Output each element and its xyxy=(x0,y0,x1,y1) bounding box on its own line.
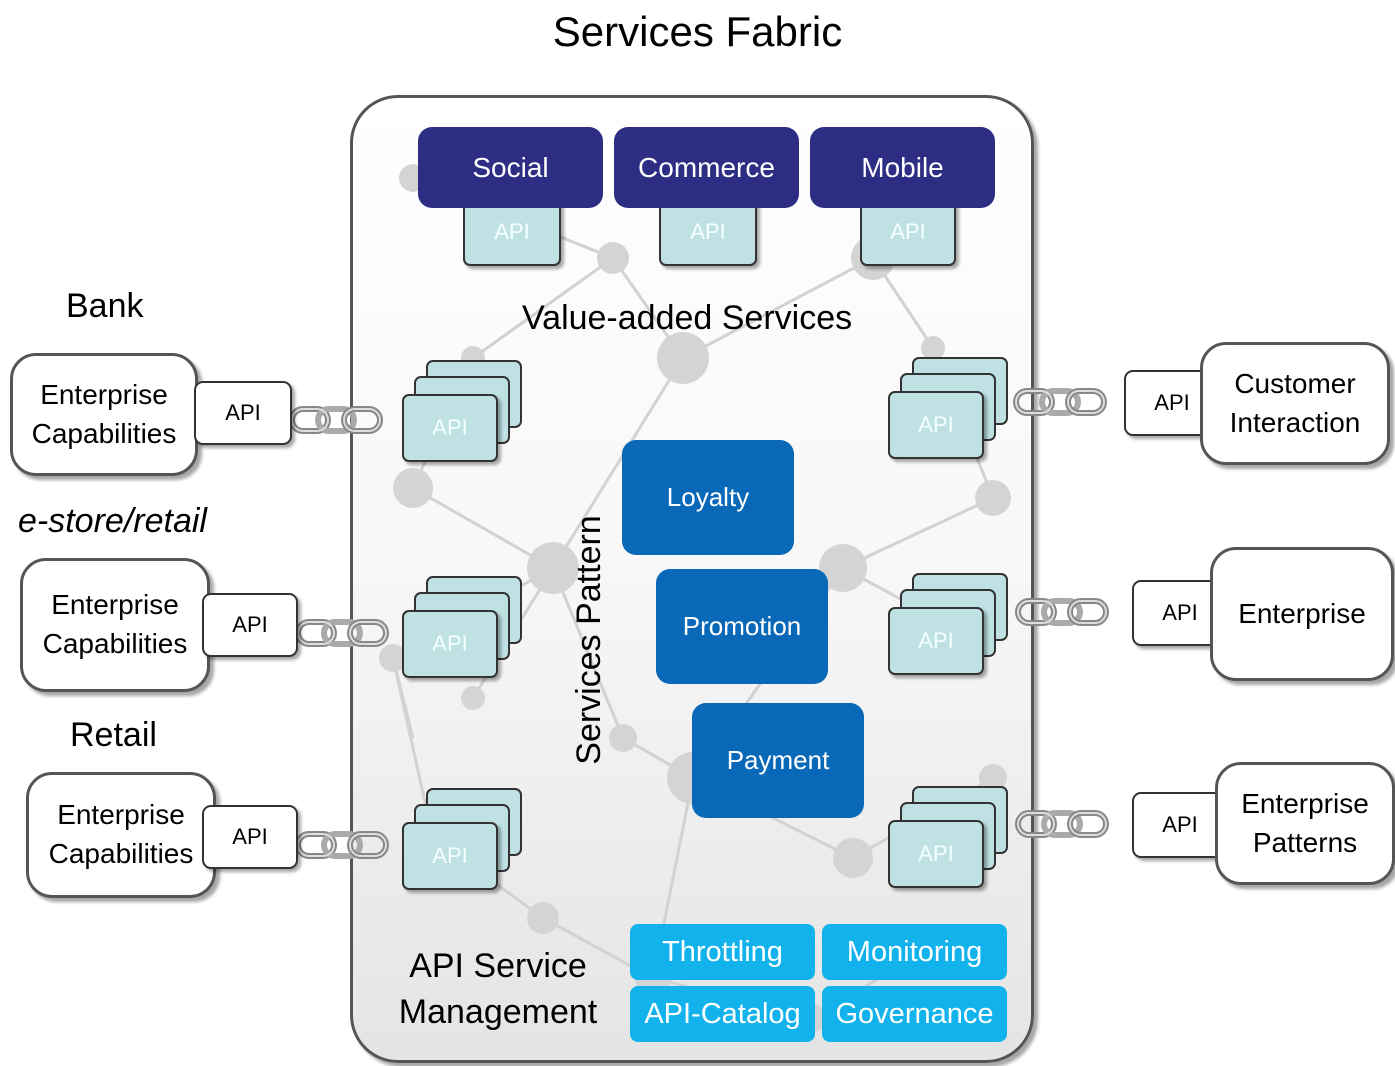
left-api-connector-3[interactable]: API xyxy=(202,805,298,869)
box-line: Capabilities xyxy=(48,838,194,869)
left-api-stack-1[interactable]: API xyxy=(402,360,522,462)
loyalty-box[interactable]: Loyalty xyxy=(622,440,794,555)
box-line: Enterprise xyxy=(51,589,179,621)
retail-label: Retail xyxy=(70,716,157,754)
throttling-box[interactable]: Throttling xyxy=(630,924,815,980)
right-api-stack-3[interactable]: API xyxy=(888,786,1008,888)
box-line: Capabilities xyxy=(42,628,188,659)
box-line: Enterprise xyxy=(57,799,185,831)
mobile-api-tile[interactable]: API xyxy=(860,198,956,266)
chain-link-right-3 xyxy=(1018,813,1106,835)
box-line: Interaction xyxy=(1229,406,1361,438)
right-api-connector-3[interactable]: API xyxy=(1132,792,1228,858)
left-api-connector-1[interactable]: API xyxy=(194,381,292,445)
box-line: Customer xyxy=(1234,367,1356,399)
social-api-tile[interactable]: API xyxy=(463,198,561,266)
api-stack-front: API xyxy=(402,822,498,890)
chain-link-right-1 xyxy=(1016,391,1104,413)
right-api-stack-2[interactable]: API xyxy=(888,573,1008,675)
right-enterprise-box[interactable]: Enterprise xyxy=(1210,547,1394,681)
payment-box[interactable]: Payment xyxy=(692,703,864,818)
chain-link-left-2 xyxy=(298,622,386,644)
commerce-api-tile[interactable]: API xyxy=(659,198,757,266)
api-stack-front: API xyxy=(888,607,984,675)
api-stack-front: API xyxy=(402,394,498,462)
api-stack-front: API xyxy=(402,610,498,678)
bank-label: Bank xyxy=(66,287,144,325)
box-line: Patterns xyxy=(1252,826,1358,858)
diagram-title: Services Fabric xyxy=(552,8,843,55)
chain-link-left-1 xyxy=(292,409,380,431)
promotion-box[interactable]: Promotion xyxy=(656,569,828,684)
box-line: Enterprise xyxy=(40,378,168,410)
api-catalog-box[interactable]: API-Catalog xyxy=(630,986,815,1042)
chain-link-left-3 xyxy=(298,834,386,856)
left-api-stack-3[interactable]: API xyxy=(402,788,522,890)
box-line: Capabilities xyxy=(31,417,177,449)
box-line: Enterprise xyxy=(1241,787,1369,819)
chain-link-right-2 xyxy=(1018,601,1106,623)
left-api-connector-2[interactable]: API xyxy=(202,593,298,657)
label-line: Management xyxy=(398,992,598,1031)
box-line: Enterprise xyxy=(1238,597,1366,629)
api-stack-front: API xyxy=(888,820,984,888)
label-line: API Service xyxy=(409,947,587,985)
social-service-box[interactable]: Social xyxy=(418,127,603,208)
monitoring-box[interactable]: Monitoring xyxy=(822,924,1007,980)
api-stack-front: API xyxy=(888,391,984,459)
commerce-service-box[interactable]: Commerce xyxy=(614,127,799,208)
left-api-stack-2[interactable]: API xyxy=(402,576,522,678)
mobile-service-box[interactable]: Mobile xyxy=(810,127,995,208)
api-service-management-label: API Service Management xyxy=(380,944,616,1036)
value-added-services-label: Value-added Services xyxy=(522,299,853,337)
right-api-stack-1[interactable]: API xyxy=(888,357,1008,459)
governance-box[interactable]: Governance xyxy=(822,986,1007,1042)
estore-retail-label: e-store/retail xyxy=(18,502,207,540)
